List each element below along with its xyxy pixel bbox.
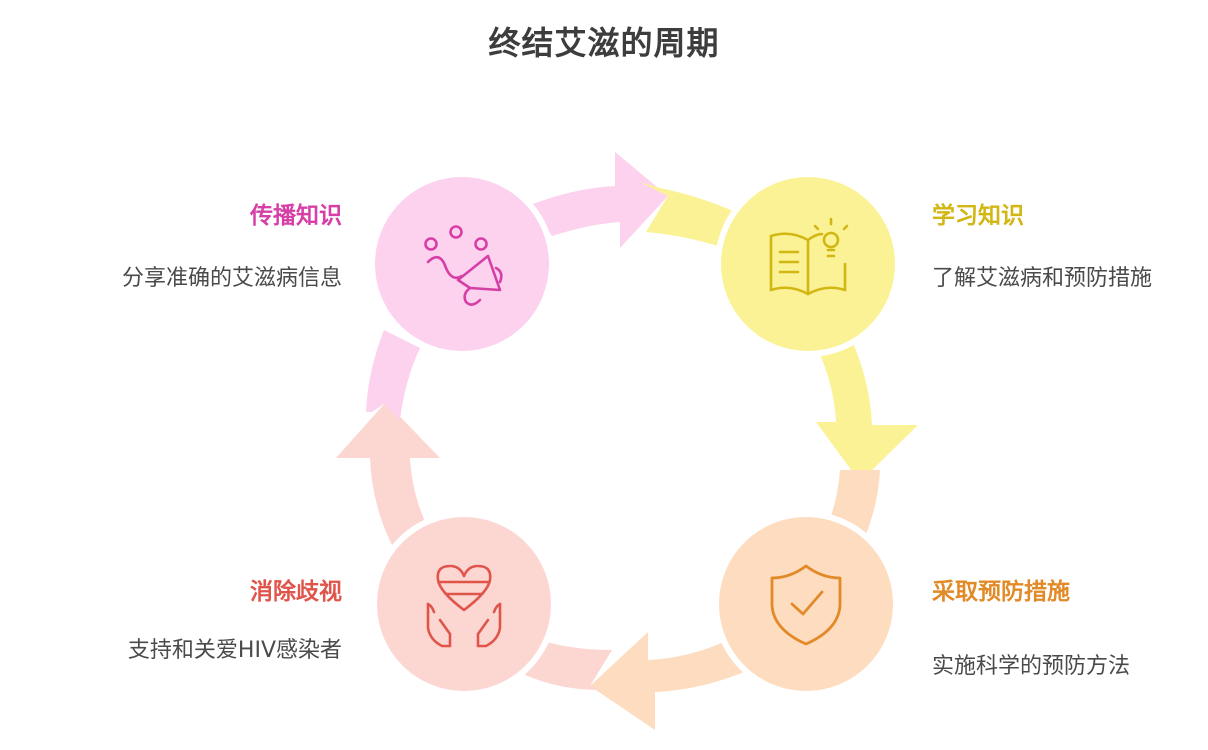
step-stigma-description: 支持和关爱HIV感染者 — [127, 638, 342, 663]
step-learn: 学习知识 了解艾滋病和预防措施 — [932, 196, 1152, 292]
arrow-prevent-to-stigma — [590, 632, 744, 730]
circle-spread — [369, 171, 555, 357]
arrow-stigma-to-spread — [336, 402, 440, 545]
step-spread-title: 传播知识 — [250, 203, 342, 229]
arrow-spread-to-learn — [530, 152, 668, 248]
circle-prevent — [713, 511, 899, 697]
step-spread-description: 分享准确的艾滋病信息 — [121, 266, 342, 291]
step-prevent-description: 实施科学的预防方法 — [932, 654, 1131, 679]
step-learn-description: 了解艾滋病和预防措施 — [932, 266, 1153, 291]
arrow-learn-to-prevent — [816, 336, 918, 482]
arrow-learn-tail — [640, 182, 740, 250]
shield-check-icon — [770, 564, 842, 646]
circle-stigma — [371, 511, 557, 697]
arrow-spread-tail — [366, 330, 420, 420]
step-learn-title: 学习知识 — [932, 203, 1024, 229]
arrow-stigma-tail — [525, 640, 612, 690]
step-prevent: 采取预防措施 实施科学的预防方法 — [932, 572, 1130, 680]
page-title: 终结艾滋的周期 — [488, 24, 720, 62]
hands-heart-icon — [426, 564, 502, 648]
step-stigma: 消除歧视 支持和关爱HIV感染者 — [128, 572, 342, 664]
step-prevent-title: 采取预防措施 — [932, 579, 1070, 605]
step-stigma-title: 消除歧视 — [250, 579, 342, 605]
step-spread: 传播知识 分享准确的艾滋病信息 — [122, 196, 342, 292]
megaphone-icon — [424, 225, 503, 306]
book-lightbulb-icon — [769, 217, 849, 296]
